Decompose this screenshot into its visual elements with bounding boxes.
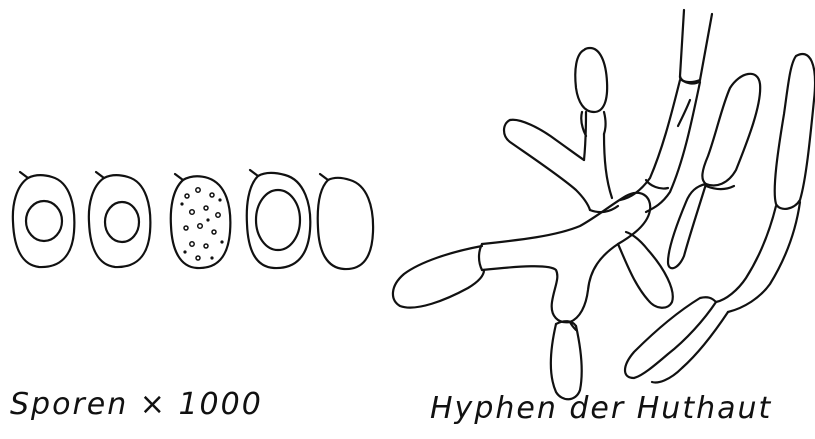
hypha-right-lower-cell xyxy=(616,230,674,309)
hyphae-caption: Hyphen der Huthaut xyxy=(430,391,772,426)
hypha-top-vertical xyxy=(678,8,714,85)
spore-3 xyxy=(169,172,232,270)
spore-5 xyxy=(316,172,375,271)
spore-2 xyxy=(87,170,152,269)
hypha-far-right xyxy=(623,53,815,384)
spore-group xyxy=(11,168,375,271)
hypha-main-diagonal xyxy=(618,78,702,214)
hypha-mid-right xyxy=(666,72,762,270)
hypha-v-branch xyxy=(502,110,620,214)
hypha-upper-knob xyxy=(574,46,609,138)
spore-granules xyxy=(180,187,224,261)
hypha-bottom-cell xyxy=(549,320,583,401)
hyphae-group xyxy=(391,8,815,401)
spore-1 xyxy=(11,170,76,269)
spores-caption: Sporen × 1000 xyxy=(10,387,263,422)
spore-4 xyxy=(245,168,312,270)
hypha-left-cell xyxy=(391,244,486,309)
